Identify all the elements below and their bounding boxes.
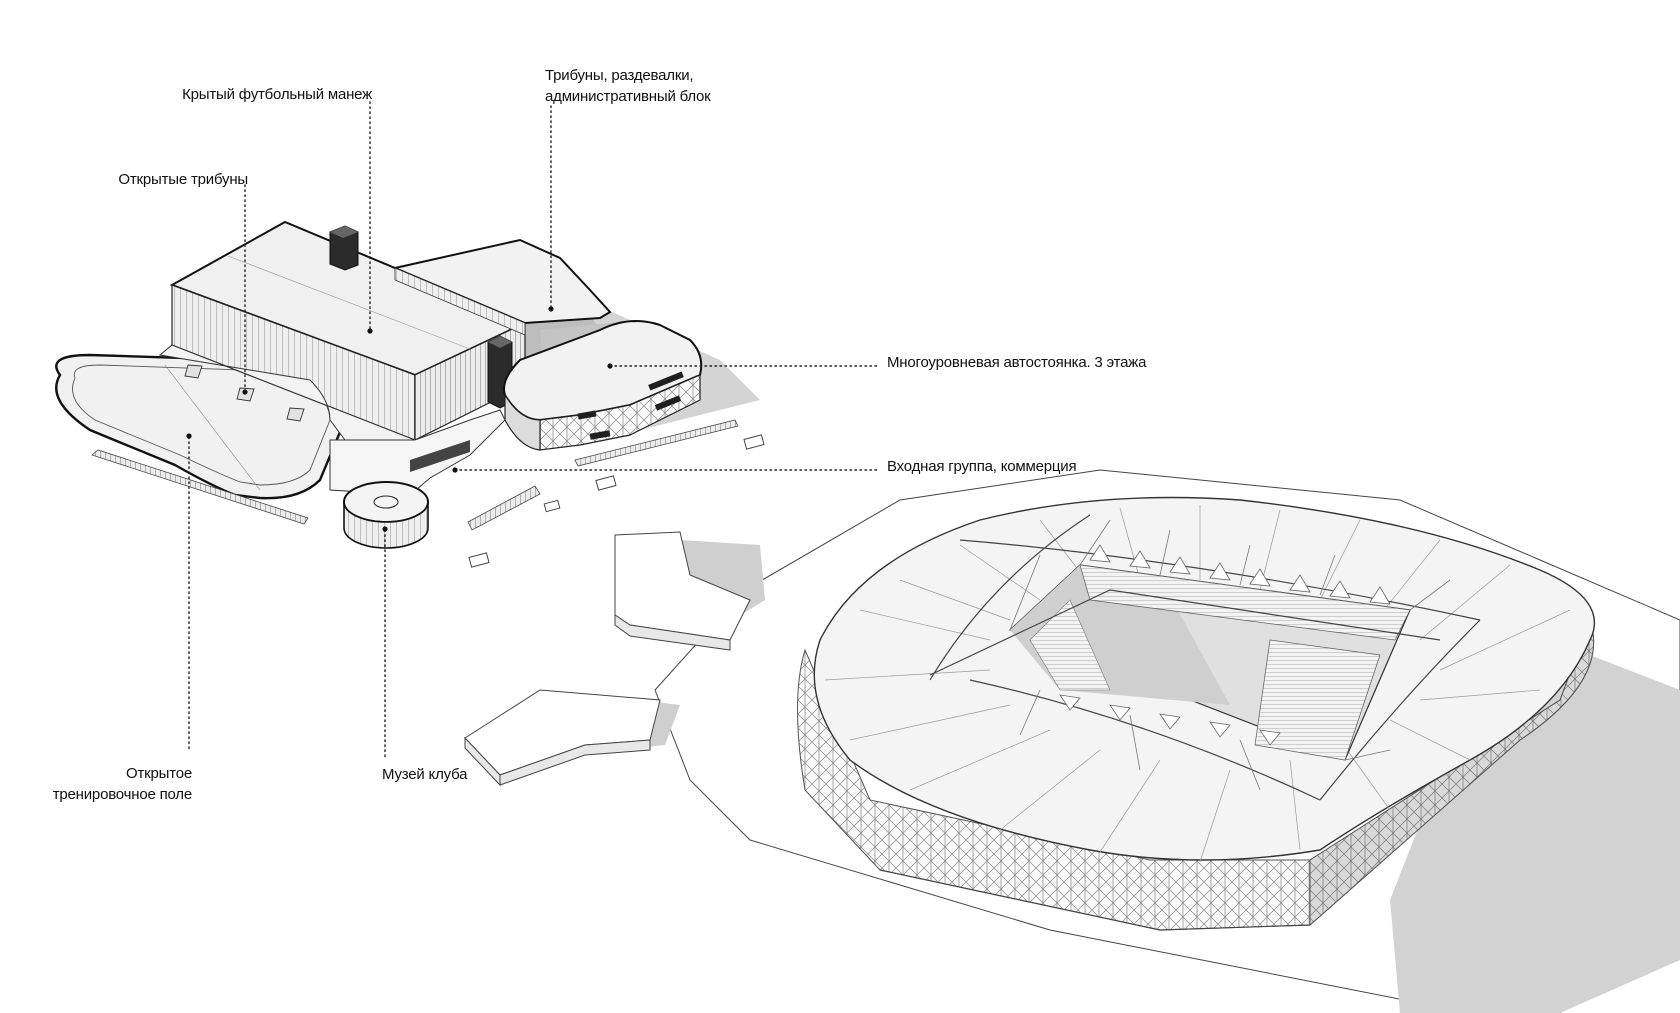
pavilion-1 bbox=[614, 531, 765, 651]
stadium-stands bbox=[1079, 564, 1411, 641]
label-stands-line-1: Трибуны, раздевалки, bbox=[545, 67, 694, 84]
kiosks bbox=[468, 434, 765, 568]
label-stands-admin-block: Трибуны, раздевалки, административный бл… bbox=[545, 65, 711, 107]
label-open-stands: Открытые трибуны bbox=[118, 171, 248, 188]
training-field bbox=[55, 353, 347, 500]
training-complex bbox=[55, 220, 760, 549]
label-training-line-2: тренировочное поле bbox=[52, 786, 192, 803]
label-training-field: Открытое тренировочное поле bbox=[53, 763, 192, 805]
stadium bbox=[797, 496, 1595, 931]
bench-west bbox=[91, 449, 309, 525]
bench-east-2 bbox=[467, 485, 541, 531]
museum-wall bbox=[343, 501, 429, 549]
label-stands-line-2: административный блок bbox=[545, 88, 711, 105]
pavilion-2 bbox=[464, 689, 680, 787]
label-indoor-arena: Крытый футбольный манеж bbox=[182, 86, 372, 103]
label-parking: Многоуровневая автостоянка. 3 этажа bbox=[887, 354, 1147, 371]
label-training-line-1: Открытое bbox=[125, 765, 192, 782]
parking-facade bbox=[539, 374, 701, 451]
label-entrance: Входная группа, коммерция bbox=[887, 458, 1077, 475]
bench-east-1 bbox=[574, 419, 739, 467]
label-museum: Музей клуба bbox=[382, 766, 468, 783]
stands-admin-block bbox=[391, 238, 612, 325]
open-stands bbox=[158, 344, 416, 441]
leader-lines bbox=[188, 101, 879, 761]
leader-dots bbox=[186, 306, 613, 532]
